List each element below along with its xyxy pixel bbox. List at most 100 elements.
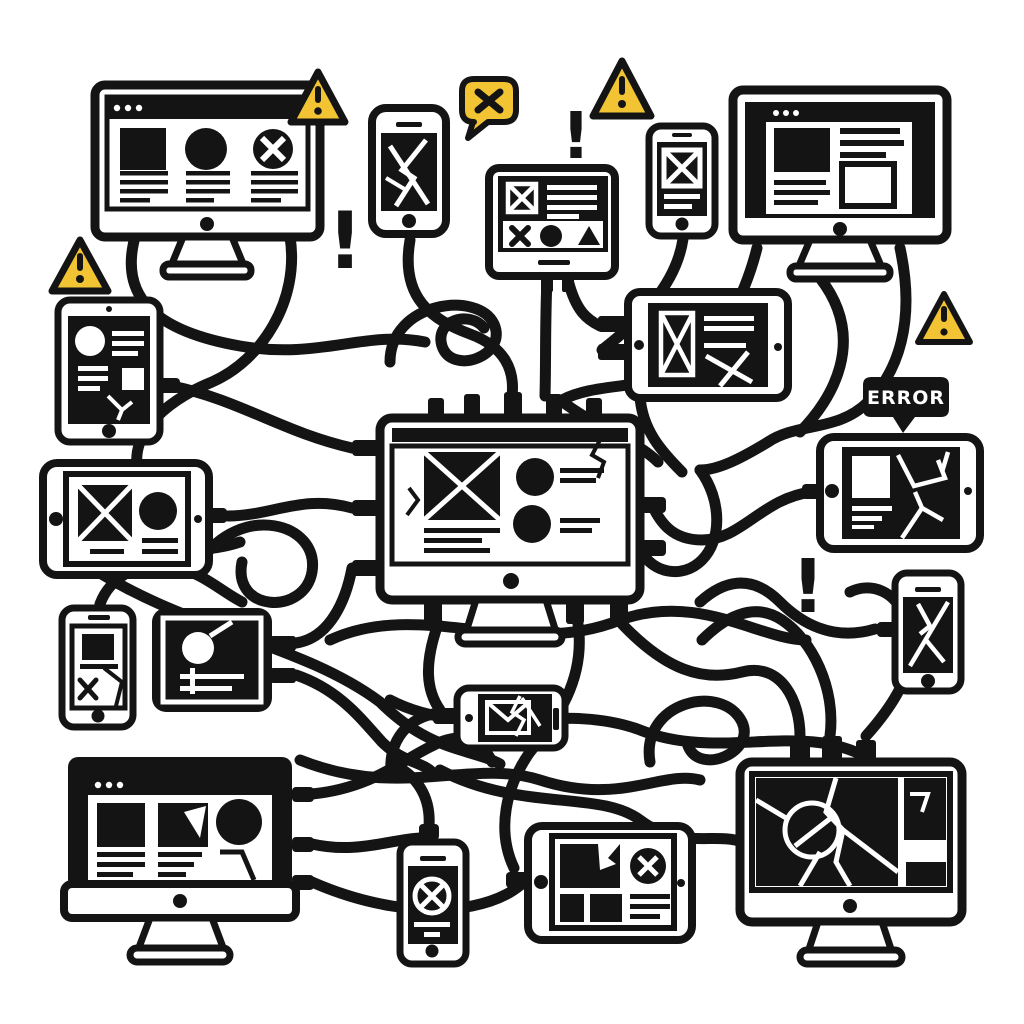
- crack-icon: [106, 394, 134, 421]
- plug-connector: [352, 440, 380, 456]
- warning-triangle-icon: [589, 57, 655, 120]
- cable: [125, 231, 431, 356]
- cable: [539, 274, 553, 402]
- crossed-box-icon: [661, 147, 703, 189]
- browser-dots-icon: [773, 110, 799, 116]
- plug-connector: [433, 708, 459, 724]
- shattered-screen-icon: [754, 777, 900, 888]
- crack-icon: [102, 666, 125, 707]
- cable: [194, 519, 318, 608]
- cable: [616, 618, 806, 742]
- plug-connector: [352, 560, 380, 576]
- tablet-bottom-center: [524, 822, 696, 944]
- crack-icon: [704, 350, 754, 388]
- crack-notch-icon: [598, 844, 620, 870]
- x-mark-icon: [509, 225, 531, 247]
- browser-dots-icon: [113, 104, 143, 112]
- cable: [499, 618, 585, 874]
- cable: [646, 486, 818, 546]
- cable: [74, 554, 506, 770]
- display-panel-top-center: [485, 164, 619, 280]
- crack-icon: [220, 849, 257, 881]
- crossed-circle-icon: [412, 876, 452, 916]
- triangle-icon: [578, 226, 600, 245]
- crack-icon: [509, 695, 542, 737]
- smartphone-right: [891, 569, 965, 695]
- text-lines: [120, 171, 298, 203]
- plug-connector: [419, 824, 439, 840]
- cable: [643, 695, 750, 768]
- browser-dots-icon: [94, 781, 124, 789]
- cable: [694, 242, 912, 476]
- cable: [636, 464, 723, 578]
- plug-connector: [598, 316, 630, 332]
- exclamation-icon: !: [791, 544, 825, 630]
- plug-connector: [292, 787, 314, 802]
- monitor-top-left: [90, 80, 325, 281]
- plug-connector: [598, 344, 630, 360]
- warning-triangle-icon: [48, 236, 112, 295]
- crossed-circle-icon: [630, 848, 666, 884]
- cable: [290, 669, 438, 778]
- cable: [694, 577, 881, 639]
- cable: [390, 760, 435, 832]
- cracked-screen-icon: [384, 138, 431, 208]
- avatar-circle-icon: [75, 326, 105, 356]
- smartphone-left-small: [58, 604, 137, 731]
- cracked-screen-icon: [908, 600, 950, 668]
- cable: [166, 380, 358, 454]
- envelope-icon: [485, 695, 542, 737]
- cable: [423, 618, 446, 716]
- plug-connector: [640, 497, 666, 513]
- monitor-top-right: [728, 85, 952, 283]
- x-speech-bubble-icon: [459, 76, 519, 141]
- cable: [434, 764, 748, 848]
- cracked-screen-icon: [896, 451, 951, 540]
- crossed-circle-icon: [253, 129, 293, 169]
- exclamation-icon: !: [561, 100, 590, 174]
- x-mark-icon: [474, 88, 504, 114]
- crossed-box-icon: [422, 450, 502, 522]
- plug-connector: [822, 736, 842, 762]
- plug-connector: [270, 668, 296, 683]
- circle-icon: [540, 225, 562, 247]
- plug-connector: [856, 740, 876, 762]
- dial-circle-icon: [182, 632, 214, 664]
- warning-triangle-icon: [287, 68, 349, 126]
- exclamation-icon: !: [327, 197, 363, 287]
- plug-connector: [640, 540, 666, 556]
- crossed-box-icon: [658, 310, 696, 378]
- tablet-left-landscape: [39, 459, 213, 579]
- cable: [324, 605, 812, 646]
- plug-connector: [270, 636, 296, 651]
- monitor-bottom-right: [735, 757, 967, 968]
- plug-connector: [790, 740, 810, 762]
- plug-connector: [504, 392, 522, 420]
- warning-triangle-icon: [915, 291, 973, 345]
- cable: [294, 754, 706, 796]
- cable: [634, 390, 688, 478]
- crack-icon: [405, 486, 421, 517]
- plug-connector: [352, 500, 380, 516]
- crossed-box-icon: [505, 181, 539, 215]
- crossed-box-icon: [76, 483, 134, 543]
- monitor-bottom-left: [60, 757, 300, 966]
- smartphone-top-center: [368, 104, 450, 238]
- plug-connector: [292, 837, 314, 852]
- x-mark-icon: [77, 677, 99, 701]
- tablet-right-dark: [624, 288, 792, 402]
- cable: [794, 272, 849, 438]
- monitor-center: [375, 413, 645, 648]
- hub-box-left: [152, 608, 272, 712]
- error-badge-label: ERROR: [867, 387, 945, 409]
- crack-icon: [589, 439, 607, 479]
- error-speech-bubble-icon: ERROR: [863, 377, 949, 433]
- tablet-left-portrait: [54, 296, 164, 446]
- cable: [402, 234, 518, 402]
- smartphone-top-right-small: [645, 122, 719, 240]
- cable: [384, 299, 502, 368]
- smartphone-landscape-center: [453, 684, 569, 752]
- crack-notch-icon: [184, 806, 206, 838]
